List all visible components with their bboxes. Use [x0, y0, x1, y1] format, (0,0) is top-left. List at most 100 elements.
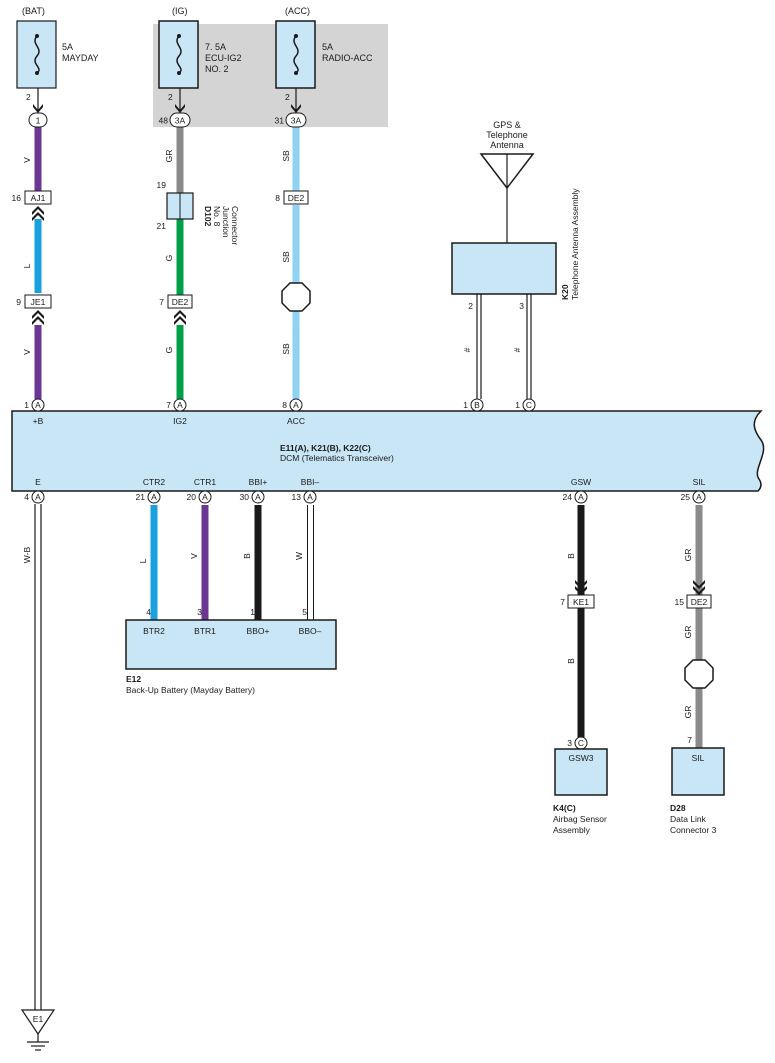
acc-fuse-amp: 5A — [322, 42, 333, 52]
dcm-top-pin-conn: C — [526, 400, 532, 410]
dcm-top-pin-num: 1 — [515, 400, 520, 410]
connector-3a-ig-label: 3A — [175, 116, 186, 126]
airbag-sensor-box — [554, 748, 608, 796]
wire-label-b3: B — [566, 658, 576, 664]
battery-pin-label: BTR2 — [143, 626, 165, 636]
connector-1-label: 1 — [36, 116, 41, 126]
ig-source-label: (IG) — [172, 6, 188, 16]
junction-name2: Junction — [221, 206, 231, 238]
inline-connector-de2-ig: DE2 — [167, 294, 193, 325]
battery-pin-num: 5 — [302, 607, 307, 617]
acc-fuse-name: RADIO-ACC — [322, 53, 373, 63]
wire-label-b2: B — [566, 553, 576, 559]
dcm-bottom-pin-label: CTR1 — [194, 477, 216, 487]
inline-connector-ke1: KE1 — [567, 580, 595, 609]
de2-acc-label: DE2 — [288, 193, 305, 203]
dcm-top-pin-num: 7 — [166, 400, 171, 410]
junction-connector-d102 — [166, 192, 194, 220]
dcm-bottom-pin: A4E — [24, 477, 45, 504]
battery-pin-num: 4 — [146, 607, 151, 617]
battery-code: E12 — [126, 674, 141, 684]
wire-label-l2: L — [138, 558, 148, 563]
wire-gsw-lower — [577, 608, 585, 738]
wire-bbi-minus — [307, 505, 314, 620]
battery-pin-num: 1 — [250, 607, 255, 617]
dcm-subtitle: DCM (Telematics Transceiver) — [280, 453, 394, 463]
ig-fuse-pin: 2 — [168, 92, 173, 102]
antenna-pin-left: 2 — [468, 301, 473, 311]
junction-code: D102 — [203, 206, 213, 227]
battery-pin-label: BBO– — [299, 626, 322, 636]
ig-fuse-name1: ECU-IG2 — [205, 53, 242, 63]
dcm-top-pin-num: 1 — [463, 400, 468, 410]
wire-ig — [176, 88, 184, 399]
dcm-top-pin: B1 — [463, 398, 484, 412]
dlc-pin-label: SIL — [692, 753, 705, 763]
dcm-bottom-pin-conn: A — [35, 492, 41, 502]
de2-sil-pin: 15 — [675, 597, 685, 607]
dcm-bottom-pin-num: 30 — [240, 492, 250, 502]
dlc-code: D28 — [670, 803, 686, 813]
battery-pin-label: BBO+ — [247, 626, 270, 636]
splice-sil — [684, 659, 714, 689]
junction-pin-top: 19 — [157, 180, 167, 190]
airbag-pin-num: 3 — [567, 738, 572, 748]
dcm-top-pin-conn: A — [35, 400, 41, 410]
ig-fuse-name2: NO. 2 — [205, 64, 229, 74]
fuse-radio-acc — [275, 20, 316, 89]
inline-connector-aj1: AJ1 — [24, 190, 52, 221]
antenna-assembly-box — [451, 242, 557, 295]
wire-ground — [34, 504, 42, 1010]
dcm-bottom-pin-label: SIL — [693, 477, 706, 487]
dcm-top-pin-label: ACC — [287, 416, 305, 426]
wire-label-gr1: GR — [164, 150, 174, 163]
junction-name1: No. 8 — [212, 206, 222, 227]
je1-label: JE1 — [31, 297, 46, 307]
dcm-bottom-pin-num: 25 — [681, 492, 691, 502]
wire-ctr2 — [150, 505, 158, 620]
bat-fuse-amp: 5A — [62, 42, 73, 52]
wire-label-hash2: # — [512, 347, 522, 352]
dcm-title: E11(A), K21(B), K22(C) — [280, 443, 371, 453]
airbag-pin: C — [574, 736, 588, 750]
wire-label-gr2: GR — [683, 549, 693, 562]
ground-symbol — [20, 1009, 56, 1051]
aj1-label: AJ1 — [31, 193, 46, 203]
dcm-bottom-pin-num: 21 — [136, 492, 146, 502]
dlc-name2: Connector 3 — [670, 825, 717, 835]
dcm-top-pin-num: 8 — [282, 400, 287, 410]
wire-label-wb: W-B — [22, 546, 32, 563]
antenna-pin-right: 3 — [519, 301, 524, 311]
dcm-bottom-pin-label: BBI– — [301, 477, 320, 487]
de2-ig-label: DE2 — [172, 297, 189, 307]
ke1-pin: 7 — [560, 597, 565, 607]
airbag-pin-label: GSW3 — [568, 753, 593, 763]
inline-connector-de2-sil: DE2 — [686, 580, 712, 609]
battery-name: Back-Up Battery (Mayday Battery) — [126, 685, 255, 695]
connector-1: 1 — [28, 112, 48, 128]
ig-fuse-amp: 7. 5A — [205, 42, 226, 52]
dcm-box — [11, 410, 765, 492]
dcm-top-pin-label: +B — [33, 416, 44, 426]
inline-connector-je1: JE1 — [24, 294, 52, 325]
je1-pin: 9 — [16, 297, 21, 307]
de2-acc-pin: 8 — [275, 193, 280, 203]
connector-3a-acc-label: 3A — [291, 116, 302, 126]
dcm-top-pin-num: 1 — [24, 400, 29, 410]
wire-label-v1: V — [22, 157, 32, 163]
wire-label-v2: V — [22, 349, 32, 355]
dcm-bottom-pin-conn: A — [307, 492, 313, 502]
dcm-bottom-pin-conn: A — [151, 492, 157, 502]
airbag-pin-conn: C — [578, 738, 584, 748]
connector-3a-ig-pin: 48 — [159, 116, 169, 126]
wire-sil — [695, 505, 703, 748]
